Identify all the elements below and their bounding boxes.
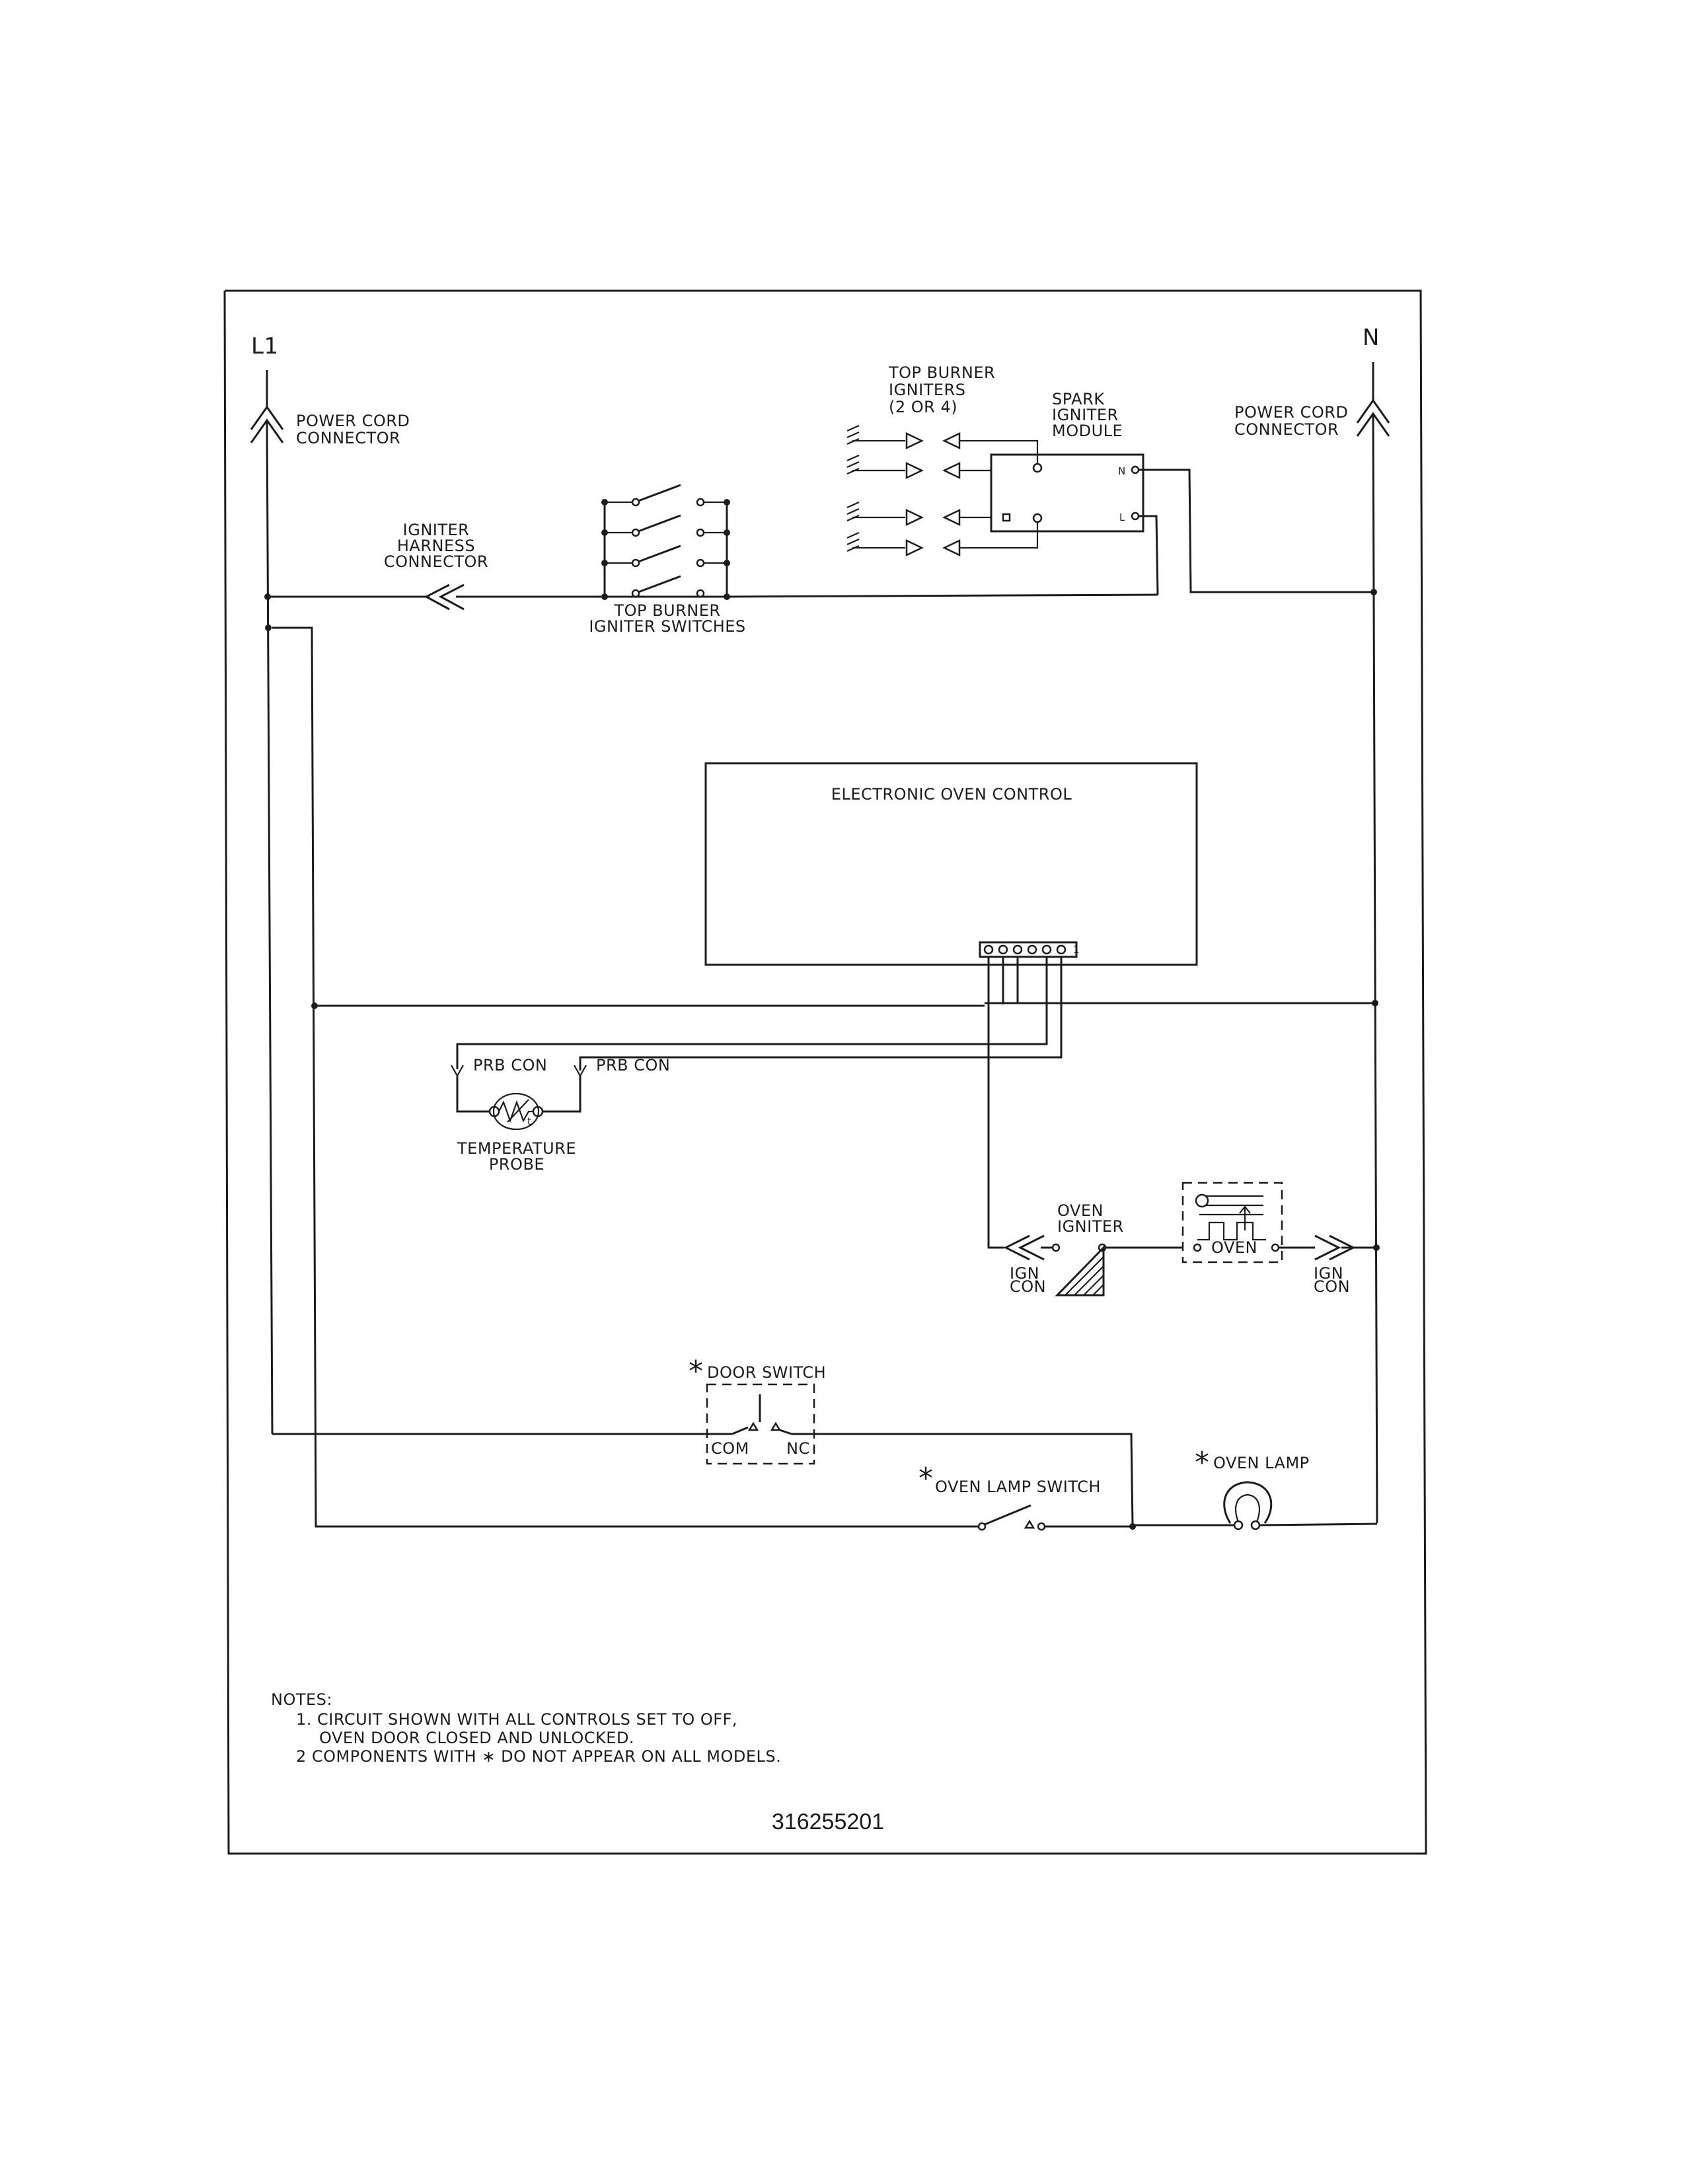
module-n-terminal-label: N xyxy=(1118,465,1126,477)
note-line-2: OVEN DOOR CLOSED AND UNLOCKED. xyxy=(319,1729,634,1747)
igniter-harness-connector xyxy=(424,584,601,611)
door-nc-label: NC xyxy=(786,1439,810,1458)
oven-lamp-star: * xyxy=(1195,1446,1210,1480)
oven-valve-label: OVEN xyxy=(1211,1238,1257,1257)
top-burner-igniter-switches xyxy=(601,484,730,600)
control-to-probe-b-wire xyxy=(579,957,1063,1071)
oven-igniter-connector-left xyxy=(1003,1234,1045,1261)
electronic-oven-control-label: ELECTRONIC OVEN CONTROL xyxy=(831,785,1072,804)
l1-label: L1 xyxy=(251,333,279,359)
notes-heading: NOTES: xyxy=(271,1690,332,1709)
oven-lamp-switch-label: OVEN LAMP SWITCH xyxy=(935,1478,1101,1496)
probe-t-label: t xyxy=(527,1115,531,1127)
module-n-wire xyxy=(1139,469,1373,593)
door-switch xyxy=(706,1383,815,1465)
n-bus xyxy=(1372,413,1378,1524)
oven-valve xyxy=(1181,1182,1315,1263)
control-to-igniter-wire xyxy=(987,957,1004,1249)
module-l-wire xyxy=(1139,515,1159,595)
l1-feed-wire xyxy=(272,626,978,1528)
temperature-probe xyxy=(451,1065,587,1131)
notes: NOTES: 1. CIRCUIT SHOWN WITH ALL CONTROL… xyxy=(271,1690,781,1766)
door-switch-star: * xyxy=(689,1355,704,1388)
oven-igniter xyxy=(1041,1243,1183,1297)
note-line-3: 2 COMPONENTS WITH ∗ DO NOT APPEAR ON ALL… xyxy=(296,1747,781,1766)
oven-lamp-switch xyxy=(977,1504,1136,1531)
note-line-1: 1. CIRCUIT SHOWN WITH ALL CONTROLS SET T… xyxy=(296,1710,737,1729)
control-pin-one-label: 1 xyxy=(1073,944,1080,956)
oven-igniter-connector-right xyxy=(1314,1234,1376,1261)
door-switch-label: DOOR SWITCH xyxy=(707,1363,826,1382)
prb-con-left-label: PRB CON xyxy=(473,1056,547,1074)
oven-lamp-label: OVEN LAMP xyxy=(1213,1454,1310,1472)
top-burner-igniters xyxy=(846,424,1039,556)
n-label: N xyxy=(1363,324,1380,351)
sheet-border xyxy=(223,289,1427,1855)
switch-to-module-wire xyxy=(726,593,1158,598)
electronic-oven-control xyxy=(704,762,1198,966)
prb-con-right-label: PRB CON xyxy=(596,1056,670,1074)
l1-bus xyxy=(266,420,274,1435)
door-com-label: COM xyxy=(711,1439,749,1458)
oven-lamp-switch-star: * xyxy=(918,1462,934,1495)
spark-igniter-module xyxy=(990,453,1144,533)
part-number: 316255201 xyxy=(772,1809,884,1834)
module-l-terminal-label: L xyxy=(1119,511,1125,523)
control-to-probe-a-wire xyxy=(456,957,1048,1069)
door-to-lamp-wire xyxy=(814,1433,1134,1526)
oven-lamp xyxy=(1133,1481,1378,1530)
